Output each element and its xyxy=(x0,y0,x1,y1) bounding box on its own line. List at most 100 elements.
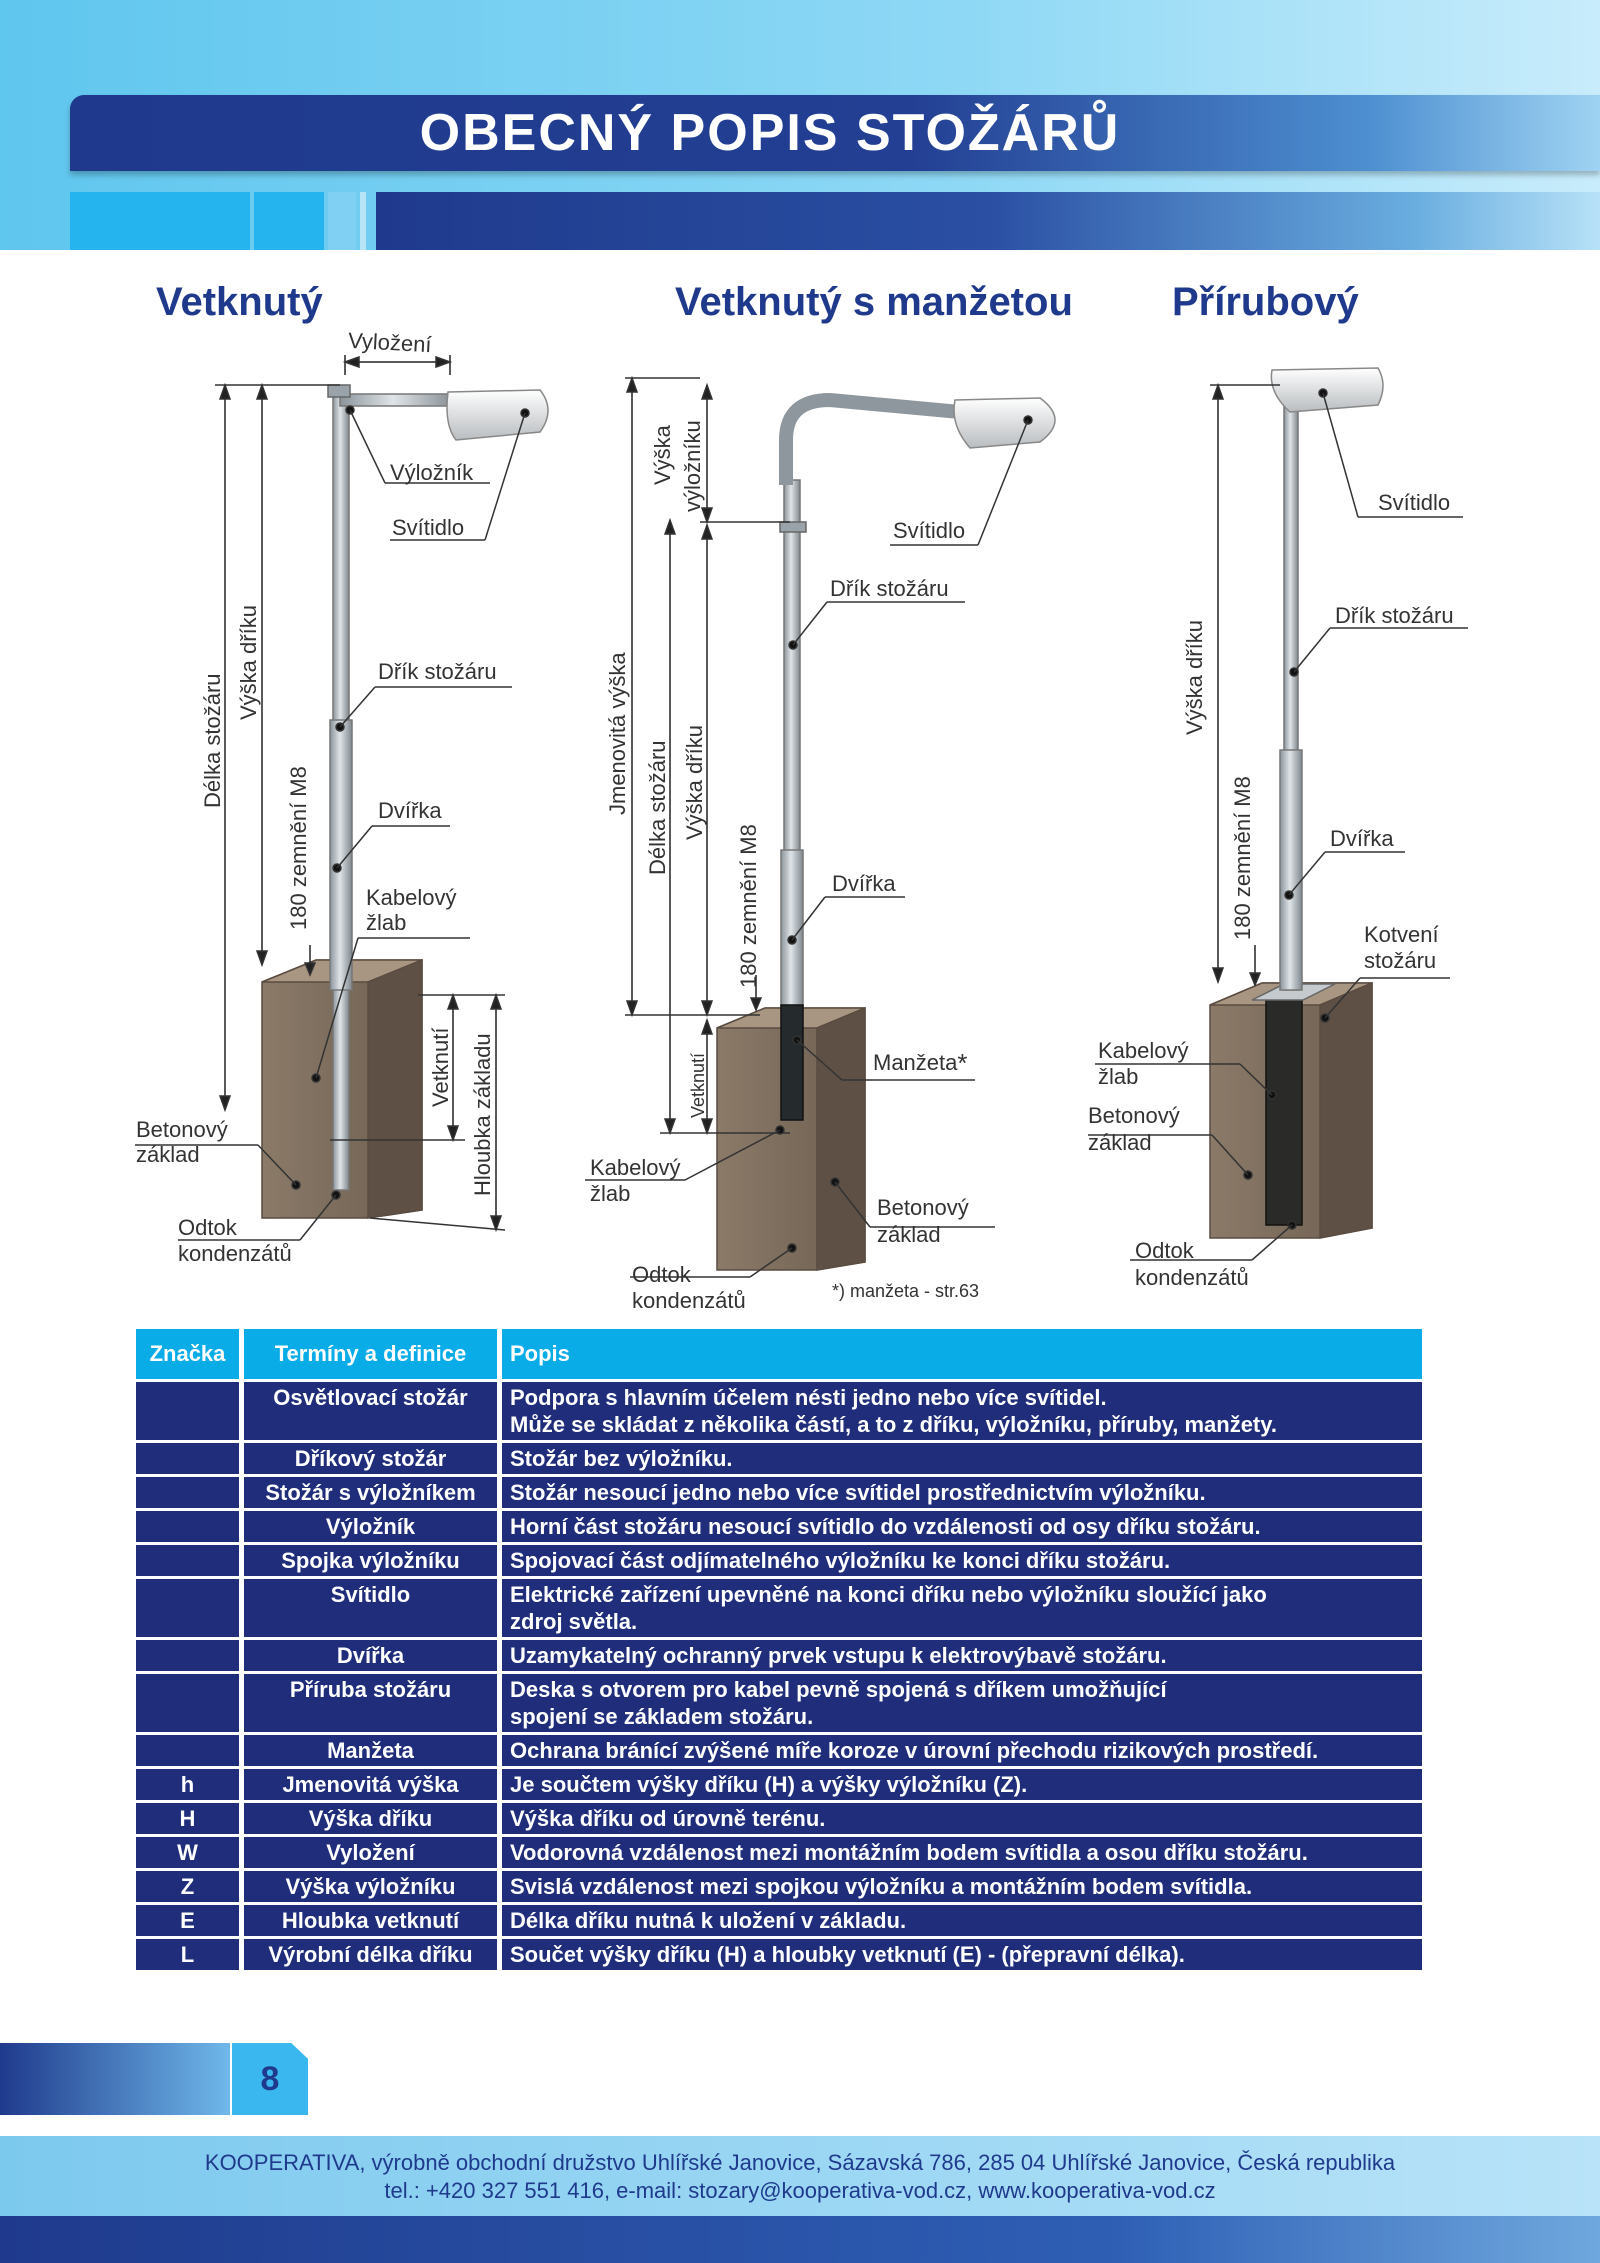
header-znacka: Značka xyxy=(136,1329,244,1379)
label-kabelovy: Kabelový xyxy=(590,1155,681,1180)
cell-description: Spojovací část odjímatelného výložníku k… xyxy=(502,1545,1422,1576)
diagram-vetknuty-s-manzetou xyxy=(585,375,1056,1278)
label-zaklad: základ xyxy=(136,1142,200,1167)
label-odtok: Odtok xyxy=(632,1262,691,1287)
cell-mark: H xyxy=(136,1803,244,1834)
description-line: Ochrana bránící zvýšené míře koroze v úr… xyxy=(510,1738,1319,1763)
page-number-bar xyxy=(0,2043,230,2115)
label-vyska-driku: Výška dříku xyxy=(682,725,707,840)
label-dvirka: Dvířka xyxy=(832,871,896,896)
label-hloubka-zakladu: Hloubka základu xyxy=(470,1033,495,1196)
cell-mark xyxy=(136,1640,244,1671)
description-line: Může se skládat z několika částí, a to z… xyxy=(510,1412,1277,1437)
description-line: Deska s otvorem pro kabel pevně spojená … xyxy=(510,1677,1167,1702)
label-drik-stozaru: Dřík stožáru xyxy=(378,659,497,684)
label-zemneni: 180 zemnění M8 xyxy=(1230,776,1255,940)
footer-contact: tel.: +420 327 551 416, e-mail: stozary@… xyxy=(384,2178,1216,2203)
pole-diagrams xyxy=(135,355,1468,1278)
cell-term: Vyložení xyxy=(244,1837,502,1868)
description-line: Vodorovná vzdálenost mezi montážním bode… xyxy=(510,1840,1308,1865)
cell-term: Dvířka xyxy=(244,1640,502,1671)
diagram-prirubovy xyxy=(1088,367,1468,1261)
description-line: Stožár bez výložníku. xyxy=(510,1446,733,1471)
page-number-box xyxy=(232,2043,308,2115)
cell-description: Ochrana bránící zvýšené míře koroze v úr… xyxy=(502,1735,1422,1766)
label-dvirka: Dvířka xyxy=(1330,826,1394,851)
cell-term: Stožár s výložníkem xyxy=(244,1477,502,1508)
heading-vetknuty-s-manzetou: Vetknutý s manžetou xyxy=(675,280,1073,324)
label-betonovy: Betonový xyxy=(877,1195,969,1220)
cell-description: Deska s otvorem pro kabel pevně spojená … xyxy=(502,1674,1422,1732)
cell-mark: L xyxy=(136,1939,244,1970)
label-kondenzatu: kondenzátů xyxy=(178,1241,292,1266)
label-betonovy: Betonový xyxy=(1088,1103,1180,1128)
label-drik-stozaru: Dřík stožáru xyxy=(1335,603,1454,628)
heading-vetknuty: Vetknutý xyxy=(156,280,323,324)
label-zlab: žlab xyxy=(366,910,407,935)
label-odtok: Odtok xyxy=(1135,1238,1194,1263)
manzeta-footnote: *) manžeta - str.63 xyxy=(832,1281,980,1301)
cell-mark: Z xyxy=(136,1871,244,1902)
label-zaklad: základ xyxy=(877,1222,941,1247)
footer-band xyxy=(0,2136,1600,2216)
label-vetknuti: Vetknutí xyxy=(688,1052,708,1118)
description-line: Délka dříku nutná k uložení v základu. xyxy=(510,1908,907,1933)
page-number: 8 xyxy=(260,2060,280,2098)
label-odtok: Odtok xyxy=(178,1215,237,1240)
cell-mark: h xyxy=(136,1769,244,1800)
description-line: Stožár nesoucí jedno nebo více svítidel … xyxy=(510,1480,1206,1505)
cell-term: Svítidlo xyxy=(244,1579,502,1637)
cell-term: Výložník xyxy=(244,1511,502,1542)
label-vyska-vyloznik: výložníku xyxy=(680,420,705,512)
label-vyska-driku: Výška dříku xyxy=(236,605,261,720)
cell-term: Výška dříku xyxy=(244,1803,502,1834)
table-header-row: Značka Termíny a definice Popis xyxy=(136,1329,1422,1379)
table-row: Svítidlo Elektrické zařízení upevněné na … xyxy=(136,1579,1422,1637)
label-svitidlo: Svítidlo xyxy=(392,515,465,540)
footer-bottom-bar xyxy=(0,2216,1600,2263)
label-jmenovita-vyska: Jmenovitá výška xyxy=(605,652,630,815)
label-svitidlo: Svítidlo xyxy=(1378,490,1451,515)
label-stozaru: stožáru xyxy=(1364,948,1437,973)
cell-term: Osvětlovací stožár xyxy=(244,1382,502,1440)
label-zlab: žlab xyxy=(1098,1064,1139,1089)
label-vyska-driku: Výška dříku xyxy=(1182,620,1207,735)
description-line: zdroj světla. xyxy=(510,1609,638,1634)
label-kabelovy: Kabelový xyxy=(366,885,457,910)
label-vyska-1: Výška xyxy=(650,425,675,485)
cell-mark: E xyxy=(136,1905,244,1936)
label-kondenzatu: kondenzátů xyxy=(632,1288,746,1313)
cell-mark xyxy=(136,1382,244,1440)
cell-term: Hloubka vetknutí xyxy=(244,1905,502,1936)
cell-description: Vodorovná vzdálenost mezi montážním bode… xyxy=(502,1837,1422,1868)
label-zaklad: základ xyxy=(1088,1130,1152,1155)
cell-description: Stožár bez výložníku. xyxy=(502,1443,1422,1474)
label-vyloznik: Výložník xyxy=(390,460,474,485)
cell-description: Elektrické zařízení upevněné na konci dř… xyxy=(502,1579,1422,1637)
cell-description: Uzamykatelný ochranný prvek vstupu k ele… xyxy=(502,1640,1422,1671)
label-dvirka: Dvířka xyxy=(378,798,442,823)
description-line: Součet výšky dříku (H) a hloubky vetknut… xyxy=(510,1942,1185,1967)
cell-description: Délka dříku nutná k uložení v základu. xyxy=(502,1905,1422,1936)
cell-description: Podpora s hlavním účelem nésti jedno neb… xyxy=(502,1382,1422,1440)
cell-term: Výška výložníku xyxy=(244,1871,502,1902)
page-title: OBECNÝ POPIS STOŽÁRŮ xyxy=(419,104,1121,162)
diagram-vetknuty xyxy=(135,355,549,1241)
cell-term: Jmenovitá výška xyxy=(244,1769,502,1800)
cell-term: Spojka výložníku xyxy=(244,1545,502,1576)
cell-mark xyxy=(136,1477,244,1508)
cell-mark xyxy=(136,1443,244,1474)
cell-mark xyxy=(136,1511,244,1542)
cell-description: Je součtem výšky dříku (H) a výšky výlož… xyxy=(502,1769,1422,1800)
description-line: Je součtem výšky dříku (H) a výšky výlož… xyxy=(510,1772,1028,1797)
description-line: Elektrické zařízení upevněné na konci dř… xyxy=(510,1582,1267,1607)
cell-description: Svislá vzdálenost mezi spojkou výložníku… xyxy=(502,1871,1422,1902)
cell-description: Součet výšky dříku (H) a hloubky vetknut… xyxy=(502,1939,1422,1970)
label-manzeta: Manžeta* xyxy=(873,1048,968,1078)
